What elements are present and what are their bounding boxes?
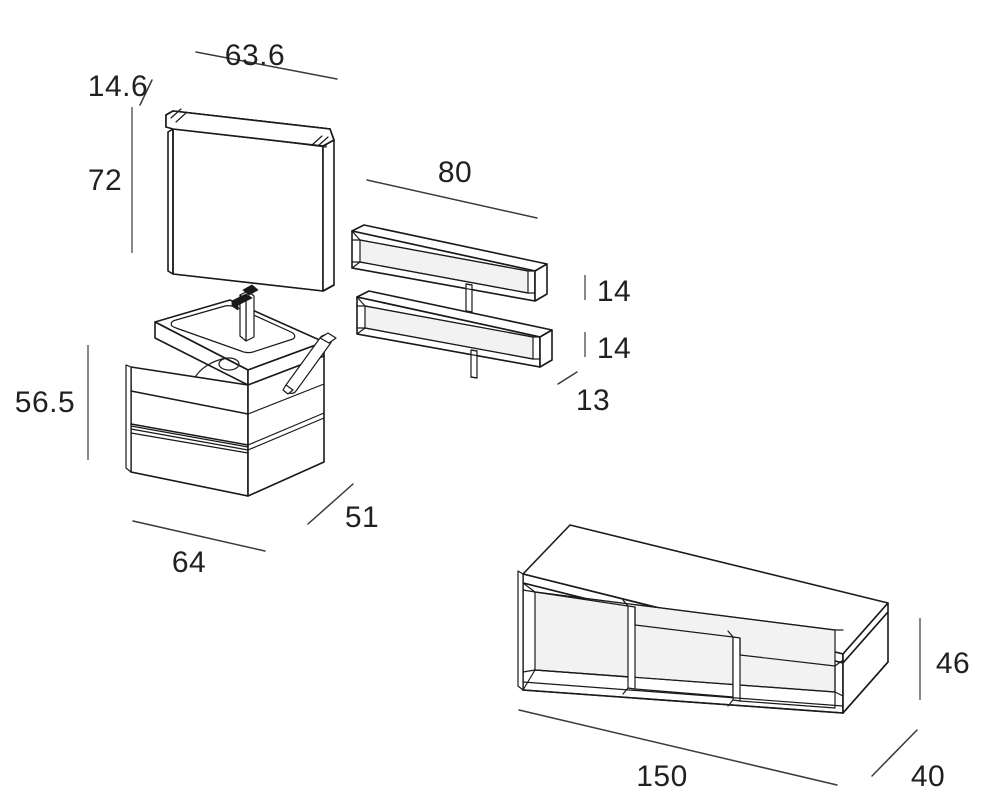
shelf-upper-inner-bottom [351, 261, 536, 294]
mirror-cabinet-top-right-edge [329, 128, 335, 141]
vanity-drawer-groove [130, 432, 249, 454]
dimension-console-depth: 40 [871, 729, 945, 793]
component-wall-shelf-lower [356, 290, 553, 379]
dimension-shelf-upper-height: 14 [584, 275, 631, 308]
dimension-vanity-width: 64 [132, 520, 266, 579]
console-compartment-3-back-top [739, 654, 836, 667]
canopy-right-bevel-2 [317, 136, 329, 147]
dimension-shelf-depth-leader [557, 371, 578, 385]
dimension-console-depth-label: 40 [911, 760, 945, 793]
mirror-cabinet-bottom-right-edge [322, 284, 335, 292]
vanity-side-drawer-line-2 [247, 412, 325, 446]
dimension-shelf-lower-height-label: 14 [597, 332, 631, 365]
vanity-bottom-right-edge [247, 461, 325, 497]
shelf-upper-inner-top [351, 239, 536, 272]
dimension-mirror-depth-leader [139, 79, 153, 106]
dimension-mirror-depth-label: 14.6 [88, 70, 148, 103]
shelf-lower-inner-bottom [356, 327, 541, 360]
dimension-vanity-depth-label: 51 [345, 501, 379, 534]
mirror-door-front [172, 128, 324, 292]
canopy-left-bevel [175, 112, 187, 123]
console-bottom-front-edge [522, 689, 844, 714]
shelf-upper-bottom-edge [351, 267, 536, 302]
faucet-spout-tip [231, 300, 239, 311]
console-compartment-1-back-bottom [534, 669, 629, 678]
dimension-shelf-width-label: 80 [438, 156, 472, 189]
dimension-mirror-width: 63.6 [195, 39, 338, 80]
dimension-mirror-height-label: 72 [88, 164, 122, 197]
mirror-cabinet-bottom-edge [172, 273, 324, 292]
dimension-shelf-depth-label: 13 [576, 384, 610, 417]
vanity-drawer-1-top [130, 390, 249, 415]
canopy-left-bevel-2 [170, 108, 182, 119]
towel-rail-bracket-bottom [282, 384, 294, 395]
shelf-lower-left-corner [356, 296, 366, 335]
dimension-shelf-upper-height-label: 14 [597, 275, 631, 308]
shelf-lower-divider-edges [470, 349, 478, 379]
console-plinth-line [522, 681, 844, 707]
dimension-vanity-width-leader [132, 520, 266, 552]
vanity-side-drawer-line-3 [247, 417, 325, 451]
shelf-lower-inner-top [356, 305, 541, 338]
console-compartment-2-back-bottom [634, 688, 734, 698]
dimension-console-width-label: 150 [636, 760, 688, 793]
console-interior-bottom-line [522, 669, 844, 697]
vanity-drawer-handle-line [130, 425, 249, 448]
shelf-upper-bottom-right-edge [534, 293, 548, 302]
dimension-vanity-height-label: 56.5 [15, 386, 75, 419]
component-mirror-cabinet [165, 108, 335, 292]
towel-rail-bracket-top [319, 332, 337, 344]
dimension-console-width: 150 [518, 709, 838, 793]
shelf-lower-bottom-right-edge [539, 359, 553, 368]
dimension-mirror-depth: 14.6 [88, 70, 153, 106]
console-left-edge-band [517, 570, 524, 691]
faucet [231, 284, 259, 342]
console-compartment-3-back-bottom [739, 700, 836, 709]
component-vanity-unit [125, 284, 337, 497]
dimension-shelf-depth: 13 [557, 371, 610, 417]
console-compartment-1-back-top [534, 591, 629, 607]
dimension-vanity-width-label: 64 [172, 546, 206, 579]
console-interior-top-line [522, 589, 844, 631]
console-compartment-3-right-edge [834, 659, 844, 709]
dimension-console-width-leader [518, 709, 838, 786]
console-divider-2 [732, 636, 741, 702]
vanity-drawer-2-top [130, 428, 249, 451]
dimension-shelf-lower-height: 14 [584, 332, 631, 365]
dimension-mirror-width-label: 63.6 [225, 39, 285, 72]
dimension-vanity-depth: 51 [307, 483, 379, 534]
vanity-side-drawer-line-1 [247, 383, 325, 415]
canopy-right-bevel [311, 135, 323, 146]
component-wall-shelf-upper [351, 224, 548, 313]
dimension-shelf-width-leader [366, 179, 538, 219]
vanity-drawer-1-bottom [130, 423, 249, 446]
dimension-console-height-label: 46 [936, 647, 970, 680]
shelf-lower-bottom-edge [356, 333, 541, 368]
dimension-vanity-height: 56.5 [15, 345, 89, 460]
basin-drain [218, 357, 240, 371]
console-interior-left-top-corner [522, 582, 536, 593]
dimension-console-height: 46 [919, 618, 970, 700]
console-bottom-right-edge [842, 661, 889, 714]
canopy-underside-outline [165, 110, 335, 147]
console-divider-1 [627, 605, 636, 690]
vanity-left-edge [125, 364, 132, 473]
shelf-upper-left-corner [351, 230, 361, 269]
faucet-lever [242, 284, 259, 296]
dimension-mirror-height: 72 [88, 107, 133, 253]
vanity-bottom-front-edge [130, 471, 249, 497]
towel-rail [282, 332, 337, 395]
console-divider-1-bevels [622, 599, 629, 695]
component-console-unit [517, 524, 889, 714]
console-compartment-2-back-top [634, 624, 734, 638]
console-interior-left-bottom-corner [522, 669, 536, 691]
dimension-mirror-width-leader [195, 51, 338, 80]
dimension-shelf-width: 80 [366, 156, 538, 219]
basin-bowl-rim [170, 304, 296, 354]
dimension-vanity-depth-leader [307, 483, 354, 525]
mirror-cabinet-side-panel [322, 139, 335, 292]
dimension-console-depth-leader [871, 729, 918, 777]
